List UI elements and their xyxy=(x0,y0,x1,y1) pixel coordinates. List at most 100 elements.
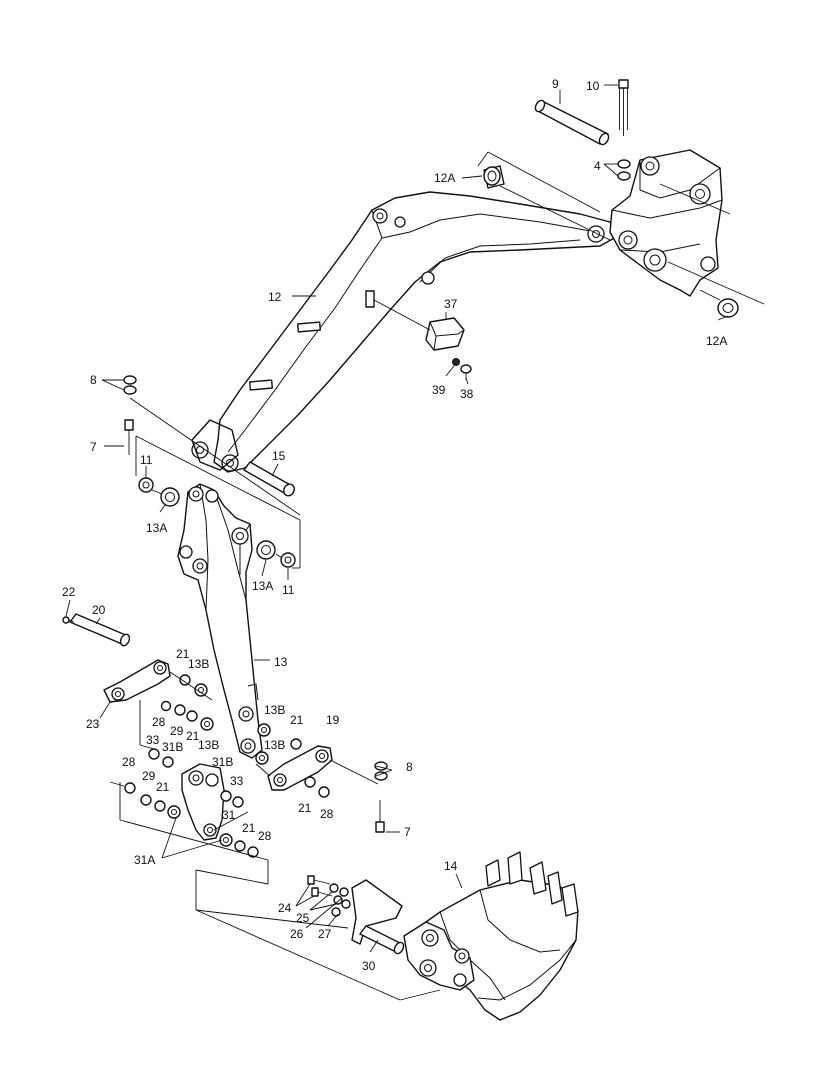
bolt-38 xyxy=(460,364,472,380)
callout-12A-right: 12A xyxy=(706,334,727,348)
callout-10: 10 xyxy=(586,79,600,93)
callout-24: 24 xyxy=(278,901,292,915)
bushing-13A-right xyxy=(256,540,276,560)
grease-fitting-22 xyxy=(62,616,75,624)
callout-13: 13 xyxy=(274,655,288,669)
ring-28-d xyxy=(318,786,330,798)
bucket-14 xyxy=(403,851,579,1021)
washer-26 xyxy=(339,887,351,909)
callout-14: 14 xyxy=(444,859,458,873)
bushing-31B-b xyxy=(220,790,232,802)
link-23 xyxy=(103,659,171,703)
callout-33-a: 33 xyxy=(146,733,160,747)
callout-9: 9 xyxy=(552,77,559,91)
washer-21-f xyxy=(304,776,316,788)
callout-31A: 31A xyxy=(134,853,155,867)
callout-8-left: 8 xyxy=(90,373,97,387)
bushing-12A-top xyxy=(483,165,505,189)
bushing-31A xyxy=(167,805,181,819)
nut-8-left xyxy=(123,375,137,395)
washer-21-e xyxy=(290,738,302,750)
callout-37: 37 xyxy=(444,297,458,311)
pin-30 xyxy=(351,879,405,955)
pin-15 xyxy=(243,461,295,497)
washer-11-right xyxy=(280,552,296,568)
bushing-13A-left xyxy=(160,487,180,507)
callout-30: 30 xyxy=(362,959,376,973)
callout-21-a: 21 xyxy=(176,647,190,661)
seal-33-a xyxy=(148,748,160,760)
callout-28-d: 28 xyxy=(320,807,334,821)
callout-26: 26 xyxy=(290,927,304,941)
callout-29-a: 29 xyxy=(170,724,184,738)
bushing-31B-a xyxy=(162,756,174,768)
callout-39: 39 xyxy=(432,383,446,397)
ring-28-c xyxy=(247,846,259,858)
ring-29-b xyxy=(140,794,152,806)
nut-25 xyxy=(329,883,343,905)
callout-20: 20 xyxy=(92,603,106,617)
callout-13B-c: 13B xyxy=(264,703,285,717)
boom-assembly xyxy=(191,191,619,473)
bushing-13B-b xyxy=(200,717,214,731)
callout-21-c: 21 xyxy=(156,780,170,794)
nut-8-right xyxy=(374,761,388,781)
washer-21-a xyxy=(179,674,191,686)
ring-29-a xyxy=(174,704,186,716)
link-19 xyxy=(267,745,333,791)
callout-29-b: 29 xyxy=(142,769,156,783)
washer-11-left xyxy=(138,477,154,493)
callout-11-left: 11 xyxy=(140,453,153,467)
bolt-24 xyxy=(307,875,333,897)
callout-7-right: 7 xyxy=(404,825,411,839)
pin-9 xyxy=(534,99,610,146)
callout-13B-a: 13B xyxy=(188,657,209,671)
bushing-31A-b xyxy=(219,833,233,847)
callout-38: 38 xyxy=(460,387,474,401)
callout-15: 15 xyxy=(272,449,286,463)
washer-21-c xyxy=(154,800,166,812)
washer-21-b xyxy=(186,710,198,722)
callout-12A-top: 12A xyxy=(434,171,455,185)
callout-23: 23 xyxy=(86,717,100,731)
callout-33-b: 33 xyxy=(230,774,244,788)
bolt-7-right xyxy=(375,800,385,833)
bushing-13B-a xyxy=(194,683,208,697)
nut-4 xyxy=(617,159,631,181)
ring-28-b xyxy=(124,782,136,794)
callout-12: 12 xyxy=(268,290,282,304)
bushing-13B-d xyxy=(255,751,269,765)
callout-28-a: 28 xyxy=(152,715,166,729)
callout-13B-d: 13B xyxy=(264,738,285,752)
callout-pointers xyxy=(65,84,729,953)
bracket-37 xyxy=(425,317,465,351)
callout-13B-b: 13B xyxy=(198,738,219,752)
nut-27 xyxy=(331,907,341,917)
callout-13A-right: 13A xyxy=(252,579,273,593)
callout-labels: 9 10 4 12A 12A 12 37 39 38 8 7 11 13A 15… xyxy=(62,77,727,973)
ring-28-a xyxy=(160,700,172,712)
callout-4: 4 xyxy=(594,159,601,173)
swing-bracket xyxy=(609,149,723,297)
callout-31B-a: 31B xyxy=(162,740,183,754)
link-31 xyxy=(181,763,225,841)
callout-8-right: 8 xyxy=(406,760,413,774)
callout-7-left: 7 xyxy=(90,440,97,454)
bolt-7-left xyxy=(124,419,134,455)
bushing-13B-c xyxy=(257,723,271,737)
callout-21-d: 21 xyxy=(242,821,256,835)
washer-21-d xyxy=(234,840,246,852)
pin-20 xyxy=(69,613,131,647)
bolt-10 xyxy=(618,79,629,136)
callout-28-b: 28 xyxy=(122,755,136,769)
callout-31B-b: 31B xyxy=(212,755,233,769)
callout-27: 27 xyxy=(318,927,332,941)
callout-22: 22 xyxy=(62,585,76,599)
callout-21-e: 21 xyxy=(290,713,304,727)
bushing-12A-right xyxy=(717,298,739,318)
callout-21-b: 21 xyxy=(186,729,200,743)
callout-13A-left: 13A xyxy=(146,521,167,535)
washer-39 xyxy=(452,358,460,366)
callout-28-c: 28 xyxy=(258,829,272,843)
